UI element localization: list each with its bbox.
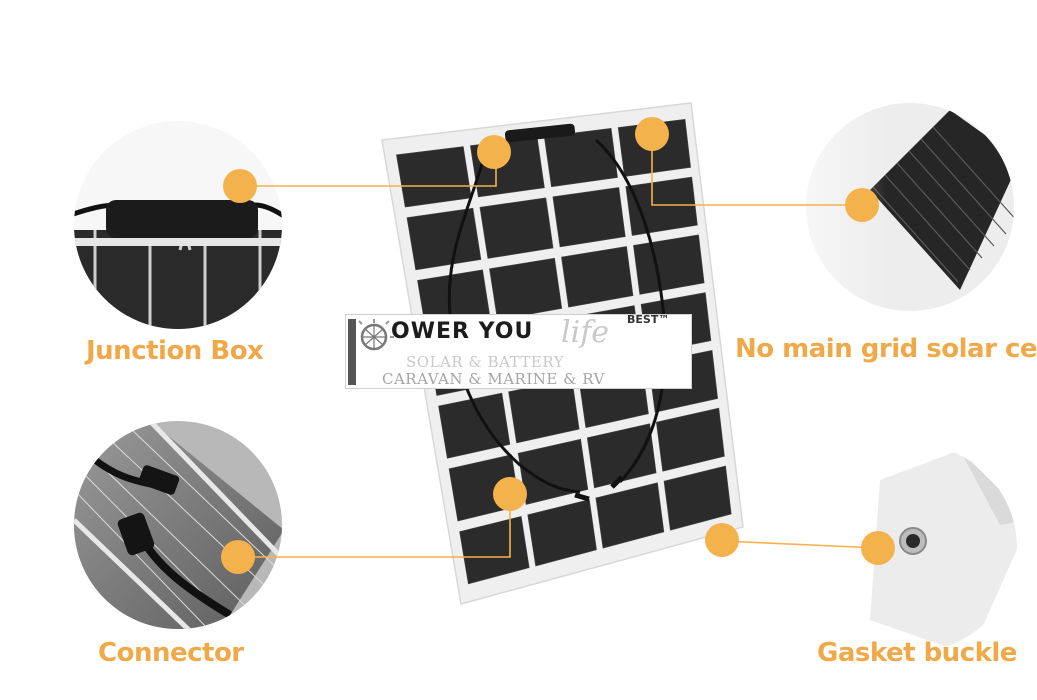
solar-cell (459, 516, 530, 585)
connector-dot (221, 540, 255, 574)
logo-tagline-2: CARAVAN & MARINE & RV (382, 370, 605, 388)
logo-brand-script: life (561, 315, 610, 350)
solar-cell (663, 465, 732, 531)
label-gasket-buckle: Gasket buckle (817, 638, 1017, 668)
connector-panel-dot (493, 477, 527, 511)
label-connector: Connector (98, 638, 244, 668)
solar-cell-photo (806, 103, 1014, 311)
gasket-buckle-dot (861, 531, 895, 565)
label-junction-box: Junction Box (86, 336, 264, 366)
solar-cell (406, 207, 482, 271)
solar-cell (479, 197, 554, 259)
logo-brand-suffix: BEST™ (627, 313, 670, 326)
solar-cell (396, 146, 472, 208)
solar-cell (586, 423, 657, 489)
connector-photo (74, 421, 282, 629)
solar-cell (561, 246, 634, 308)
solar-cell-dot (845, 188, 879, 222)
junction-box-photo (74, 121, 282, 329)
solar-cell (656, 407, 725, 472)
brand-logo: OWER YOU life BEST™ SOLAR & BATTERY CARA… (345, 313, 692, 389)
logo-brand-main: OWER YOU (391, 319, 534, 344)
label-no-main-grid: No main grid solar cell (735, 334, 1037, 364)
solar-cell (625, 176, 698, 236)
solar-cell (527, 499, 597, 567)
callout-dots (221, 117, 895, 574)
gasket-panel-dot (705, 523, 739, 557)
logo-tagline-1: SOLAR & BATTERY (406, 353, 565, 371)
gasket-buckle-photo (809, 444, 1017, 652)
solar-cell (489, 257, 563, 321)
solar-cell (552, 187, 626, 248)
sun-logo-icon (348, 319, 394, 385)
solar-cell-panel-dot (635, 117, 669, 151)
solar-cell (438, 392, 511, 459)
junction-box-dot (223, 169, 257, 203)
junction-box-panel-dot (477, 135, 511, 169)
solar-cell (595, 482, 665, 549)
callout-lines (238, 134, 879, 558)
